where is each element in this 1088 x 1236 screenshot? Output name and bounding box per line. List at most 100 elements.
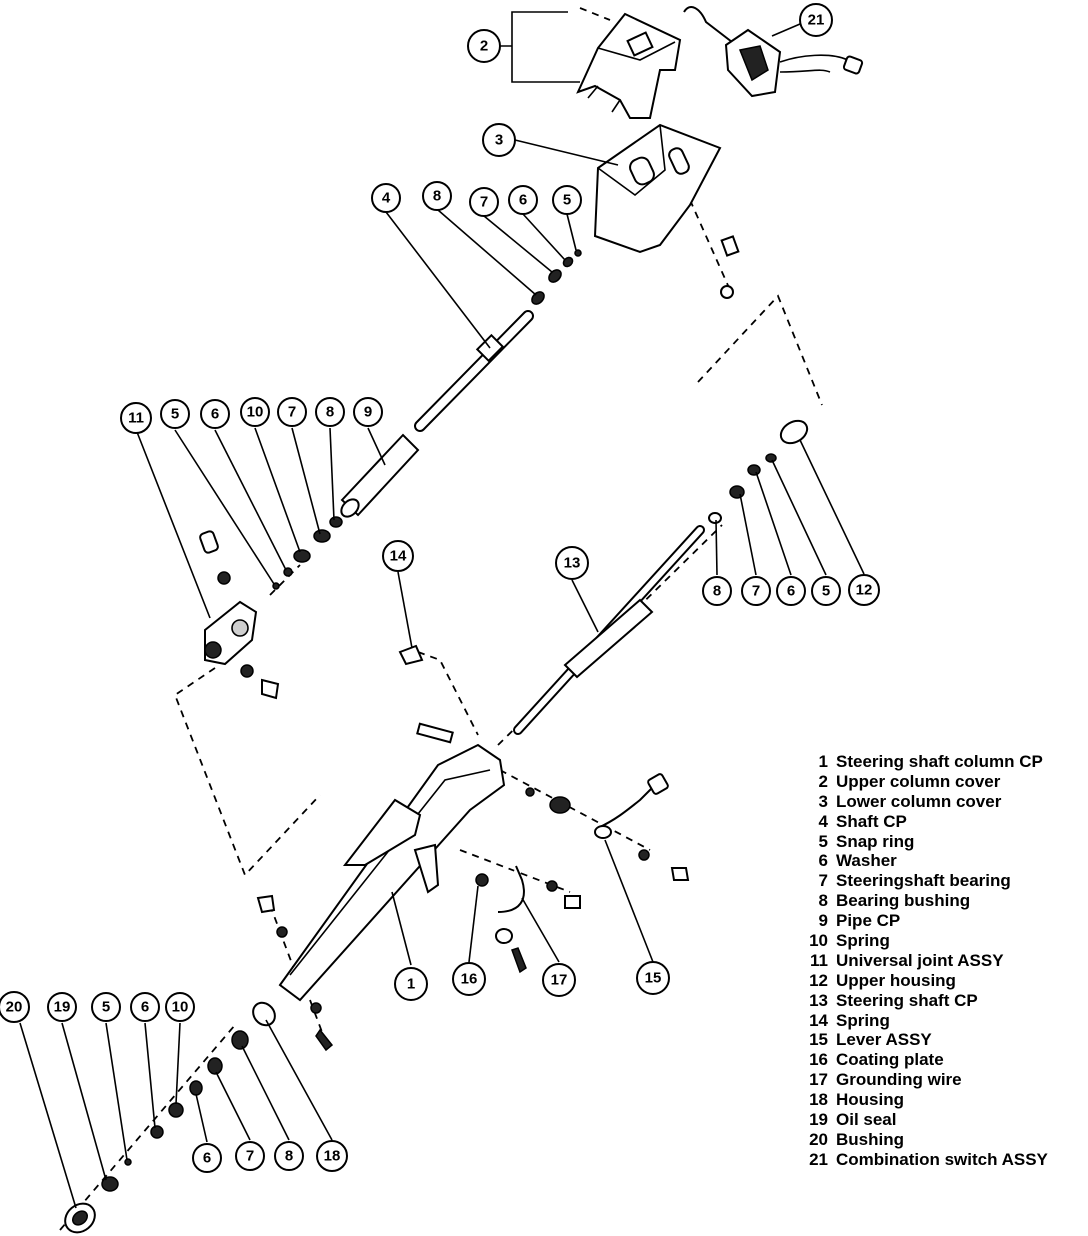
callout-18: 18 <box>316 1140 348 1172</box>
callout-5: 5 <box>811 576 841 606</box>
legend-name: Bearing bushing <box>836 891 971 911</box>
callout-9: 9 <box>353 397 383 427</box>
callout-7: 7 <box>235 1141 265 1171</box>
coating-plate-and-grounding-wire <box>475 865 581 974</box>
legend-name: Spring <box>836 931 890 951</box>
legend-name: Pipe CP <box>836 911 901 931</box>
svg-text:2: 2 <box>480 38 488 55</box>
legend-name: Combination switch ASSY <box>836 1149 1048 1169</box>
svg-text:1: 1 <box>407 976 415 993</box>
shaft-part <box>414 310 534 432</box>
legend-number: 16 <box>809 1050 828 1070</box>
callout-21: 21 <box>799 3 833 37</box>
legend-name: Universal joint ASSY <box>836 950 1004 970</box>
svg-text:16: 16 <box>461 971 478 988</box>
svg-text:7: 7 <box>246 1148 254 1165</box>
legend-name: Steering shaft CP <box>836 990 978 1010</box>
legend-item: 17 Grounding wire <box>802 1070 1048 1090</box>
callout-5: 5 <box>552 185 582 215</box>
callout-6: 6 <box>192 1143 222 1173</box>
callout-8: 8 <box>274 1141 304 1171</box>
svg-text:15: 15 <box>645 970 662 987</box>
legend-number: 12 <box>809 970 828 990</box>
svg-text:7: 7 <box>480 194 488 211</box>
legend-number: 19 <box>809 1110 828 1130</box>
legend-item: 18 Housing <box>802 1090 1048 1110</box>
svg-text:5: 5 <box>102 999 110 1016</box>
legend-number: 3 <box>818 791 828 811</box>
legend-name: Snap ring <box>836 831 915 851</box>
callout-13: 13 <box>555 546 589 580</box>
svg-text:7: 7 <box>752 583 760 600</box>
universal-joint-part <box>199 530 280 700</box>
leader-lines <box>19 23 865 1209</box>
steering-shaft-part <box>513 525 705 735</box>
legend-number: 9 <box>818 911 828 931</box>
legend-item: 9 Pipe CP <box>802 911 1048 931</box>
legend-number: 18 <box>809 1090 828 1110</box>
legend-item: 10 Spring <box>802 931 1048 951</box>
callout-12: 12 <box>848 574 880 606</box>
shaft-small-parts <box>531 249 582 305</box>
svg-text:5: 5 <box>563 192 571 209</box>
legend-item: 8 Bearing bushing <box>802 891 1048 911</box>
legend-name: Coating plate <box>836 1050 944 1070</box>
legend-name: Housing <box>836 1090 904 1110</box>
svg-text:6: 6 <box>519 192 527 209</box>
pipe-part <box>340 433 420 518</box>
callout-1: 1 <box>394 967 428 1001</box>
legend-number: 13 <box>809 990 828 1010</box>
upper-column-cover-part <box>576 12 682 119</box>
callout-6: 6 <box>200 399 230 429</box>
svg-text:14: 14 <box>390 548 407 565</box>
legend-number: 11 <box>810 950 828 970</box>
callout-6: 6 <box>508 185 538 215</box>
lever-part <box>594 773 690 881</box>
svg-text:11: 11 <box>128 410 144 427</box>
legend-name: Oil seal <box>836 1110 897 1130</box>
legend-name: Upper column cover <box>836 771 1001 791</box>
svg-text:6: 6 <box>141 999 149 1016</box>
callout-17: 17 <box>542 963 576 997</box>
legend-name: Lever ASSY <box>836 1030 932 1050</box>
callout-11: 11 <box>120 402 152 434</box>
svg-text:10: 10 <box>172 999 189 1016</box>
legend-name: Grounding wire <box>836 1070 962 1090</box>
svg-text:7: 7 <box>288 404 296 421</box>
legend-item: 21 Combination switch ASSY <box>802 1150 1048 1170</box>
lower-column-cover-part <box>593 123 722 254</box>
legend-item: 16 Coating plate <box>802 1050 1048 1070</box>
legend-number: 7 <box>818 871 828 891</box>
legend-name: Shaft CP <box>836 811 907 831</box>
legend-item: 11 Universal joint ASSY <box>802 951 1048 971</box>
steering-column-part <box>278 722 571 1002</box>
svg-text:6: 6 <box>211 406 219 423</box>
spring-part <box>398 644 424 666</box>
callout-10: 10 <box>240 397 270 427</box>
lower-bolts <box>256 894 334 1052</box>
lower-housing-stack <box>64 1001 276 1234</box>
svg-text:13: 13 <box>564 555 581 572</box>
legend-item: 1 Steering shaft column CP <box>802 752 1048 772</box>
legend-number: 8 <box>818 891 828 911</box>
legend-item: 19 Oil seal <box>802 1110 1048 1130</box>
svg-text:8: 8 <box>433 188 441 205</box>
svg-text:12: 12 <box>856 582 873 599</box>
svg-text:17: 17 <box>551 972 568 989</box>
svg-text:8: 8 <box>285 1148 293 1165</box>
legend-number: 17 <box>809 1070 828 1090</box>
legend-name: Steering shaft column CP <box>836 752 1043 771</box>
legend-number: 10 <box>809 931 828 951</box>
callout-3: 3 <box>482 123 516 157</box>
legend-name: Bushing <box>836 1129 904 1149</box>
legend-number: 21 <box>809 1149 828 1169</box>
legend-number: 1 <box>818 752 828 771</box>
svg-text:18: 18 <box>324 1148 341 1165</box>
